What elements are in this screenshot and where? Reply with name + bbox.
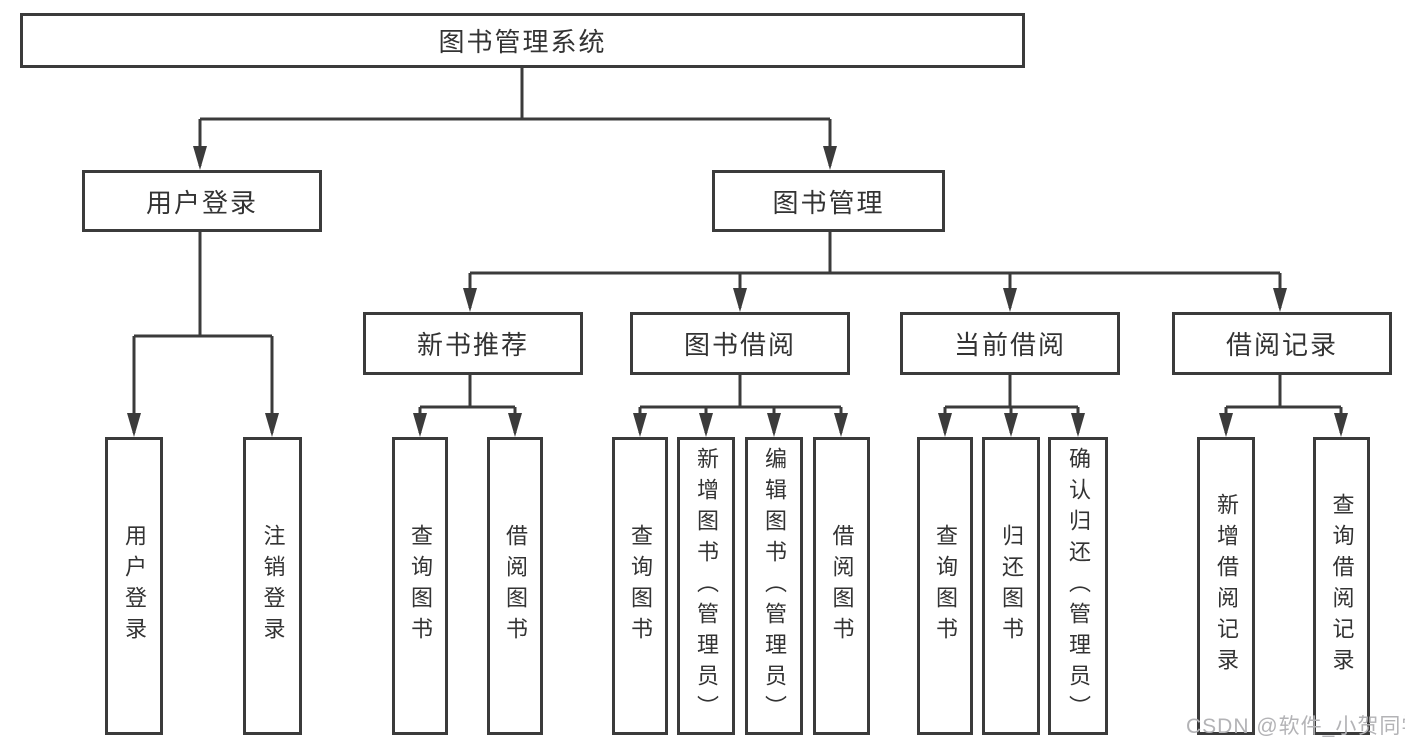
leaf-edit-book-admin-label: 编辑图书（管理员） bbox=[762, 446, 787, 726]
leaf-user-login: 用户登录 bbox=[105, 437, 163, 735]
node-book-borrowing: 图书借阅 bbox=[630, 312, 850, 375]
leaf-edit-book-admin: 编辑图书（管理员） bbox=[745, 437, 803, 735]
csdn-watermark: CSDN @软件_小贺同学 bbox=[1186, 715, 1405, 738]
leaf-borrow-books: 借阅图书 bbox=[813, 437, 870, 735]
leaf-add-book-admin: 新增图书（管理员） bbox=[677, 437, 735, 735]
leaf-query-books-borrowing: 查询图书 bbox=[612, 437, 668, 735]
node-book-borrowing-label: 图书借阅 bbox=[683, 330, 796, 360]
leaf-return-book-label: 归还图书 bbox=[999, 524, 1024, 648]
node-borrowing-records: 借阅记录 bbox=[1172, 312, 1392, 375]
leaf-user-login-label: 用户登录 bbox=[122, 524, 147, 648]
leaf-query-books-current-label: 查询图书 bbox=[933, 524, 958, 648]
node-user-login: 用户登录 bbox=[82, 170, 322, 232]
node-current-borrowing: 当前借阅 bbox=[900, 312, 1120, 375]
node-new-book-recommend-label: 新书推荐 bbox=[416, 330, 529, 360]
leaf-add-borrow-record: 新增借阅记录 bbox=[1197, 437, 1255, 735]
node-book-management-label: 图书管理 bbox=[772, 187, 885, 218]
leaf-borrow-books-recommend-label: 借阅图书 bbox=[503, 524, 528, 648]
node-current-borrowing-label: 当前借阅 bbox=[953, 330, 1066, 360]
leaf-add-book-admin-label: 新增图书（管理员） bbox=[694, 446, 719, 726]
leaf-query-borrow-record-label: 查询借阅记录 bbox=[1329, 493, 1355, 679]
leaf-add-borrow-record-label: 新增借阅记录 bbox=[1214, 493, 1239, 679]
leaf-query-books-recommend-label: 查询图书 bbox=[408, 524, 433, 648]
node-book-management: 图书管理 bbox=[712, 170, 945, 232]
node-new-book-recommend: 新书推荐 bbox=[363, 312, 583, 375]
leaf-query-books-recommend: 查询图书 bbox=[392, 437, 448, 735]
leaf-borrow-books-label: 借阅图书 bbox=[829, 524, 855, 648]
node-user-login-label: 用户登录 bbox=[145, 187, 258, 218]
leaf-return-book: 归还图书 bbox=[982, 437, 1040, 735]
leaf-query-books-borrowing-label: 查询图书 bbox=[628, 524, 653, 648]
node-root-label: 图书管理系统 bbox=[438, 27, 607, 57]
node-borrowing-records-label: 借阅记录 bbox=[1225, 330, 1338, 360]
leaf-confirm-return-admin: 确认归还（管理员） bbox=[1048, 437, 1108, 735]
leaf-logout-label: 注销登录 bbox=[260, 524, 286, 648]
leaf-logout: 注销登录 bbox=[243, 437, 302, 735]
node-root: 图书管理系统 bbox=[20, 13, 1025, 68]
tree-edges bbox=[132, 68, 1343, 433]
leaf-query-books-current: 查询图书 bbox=[917, 437, 973, 735]
leaf-borrow-books-recommend: 借阅图书 bbox=[487, 437, 543, 735]
leaf-query-borrow-record: 查询借阅记录 bbox=[1313, 437, 1370, 735]
leaf-confirm-return-admin-label: 确认归还（管理员） bbox=[1066, 446, 1091, 726]
